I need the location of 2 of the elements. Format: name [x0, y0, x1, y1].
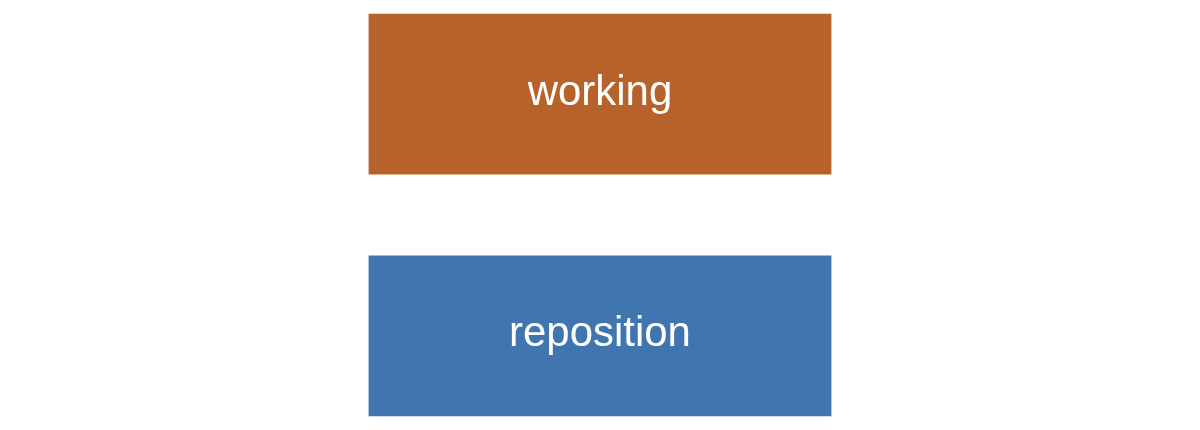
node-box: reposition	[368, 255, 832, 417]
node-box: working	[368, 13, 832, 175]
